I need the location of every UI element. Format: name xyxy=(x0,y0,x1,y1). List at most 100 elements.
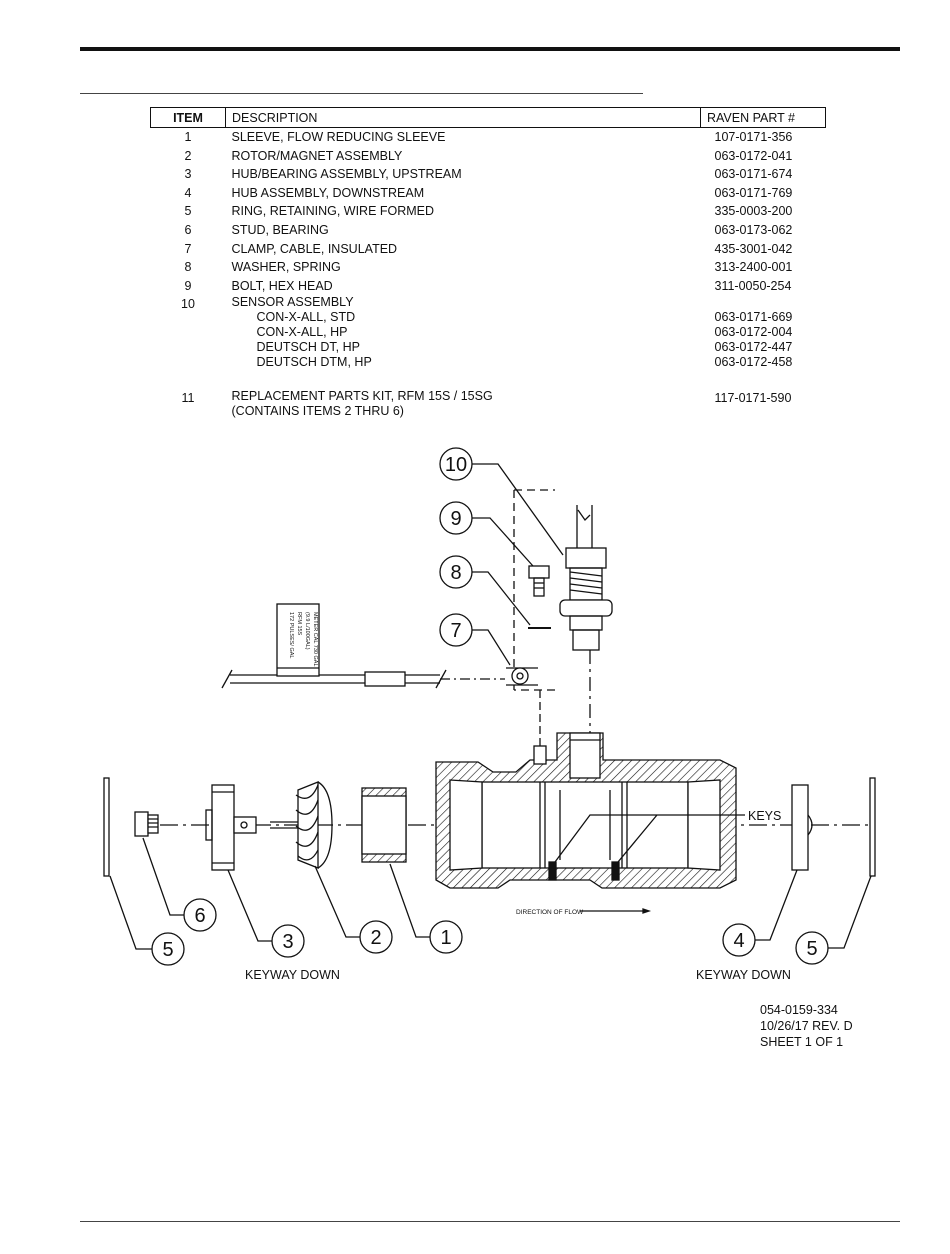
keyway-right-label: KEYWAY DOWN xyxy=(696,968,791,982)
row-part: 107-0171-356 xyxy=(714,130,793,144)
row-description: ROTOR/MAGNET ASSEMBLY xyxy=(231,148,403,163)
leader-9 xyxy=(472,517,534,567)
callout-circle xyxy=(359,920,393,954)
row-item: 3 xyxy=(184,167,192,182)
callout-circle xyxy=(439,447,473,481)
callout-circle xyxy=(151,932,185,966)
variant-description: CON-X-ALL, HP xyxy=(256,325,348,340)
drawing-number: 054-0159-334 xyxy=(760,1003,838,1017)
row-part: 311-0050-254 xyxy=(714,278,792,293)
tag-line: 172 PULSES/ GAL xyxy=(288,612,294,658)
row-part: 435-3001-042 xyxy=(714,241,793,256)
callout-10: 10 xyxy=(445,454,467,476)
tag-line: RFM 15S xyxy=(296,612,302,636)
bolt xyxy=(528,565,550,597)
row-item: 9 xyxy=(184,278,192,293)
row-part: 063-0171-769 xyxy=(714,185,793,200)
retaining-ring-left xyxy=(103,777,110,877)
callout-circle xyxy=(429,920,463,954)
variant-part: 063-0172-458 xyxy=(714,355,793,370)
flow-arrowhead xyxy=(642,908,652,914)
row-item: 5 xyxy=(184,204,192,219)
callout-1: 1 xyxy=(440,927,451,949)
tag-line: (9.9 L/100GAL) xyxy=(304,612,310,650)
leader-8 xyxy=(472,571,531,626)
row-description: SLEEVE, FLOW REDUCING SLEEVE xyxy=(231,130,446,144)
parts-table-header: ITEM DESCRIPTION RAVEN PART # xyxy=(150,107,826,128)
cable xyxy=(221,669,505,689)
row-item: 7 xyxy=(184,241,192,256)
callout-2: 2 xyxy=(370,927,381,949)
row-description: CLAMP, CABLE, INSULATED xyxy=(231,241,398,256)
kit-description: REPLACEMENT PARTS KIT, RFM 15S / 15SG xyxy=(231,388,493,403)
callout-circle xyxy=(183,898,217,932)
callout-circle xyxy=(795,931,829,965)
drawing-id-block: 054-0159-334 10/26/17 REV. D SHEET 1 OF … xyxy=(760,1002,853,1050)
keys-label: KEYS xyxy=(748,809,781,823)
row-part: 335-0003-200 xyxy=(714,204,793,219)
row-description: WASHER, SPRING xyxy=(231,260,341,275)
row-item: 2 xyxy=(184,148,192,163)
callout-circle xyxy=(439,501,473,535)
header-item: ITEM xyxy=(150,107,226,128)
header-rule xyxy=(80,93,643,94)
header-description: DESCRIPTION xyxy=(225,107,701,128)
callout-circle xyxy=(271,924,305,958)
flow-sleeve xyxy=(361,787,407,863)
cable-clamp xyxy=(506,667,538,686)
header-part: RAVEN PART # xyxy=(700,107,826,128)
table-row-kit: 11 REPLACEMENT PARTS KIT, RFM 15S / 15SG… xyxy=(151,389,826,419)
callout-6: 6 xyxy=(194,905,205,927)
table-row: 3 HUB/BEARING ASSEMBLY, UPSTREAM 063-0171-… xyxy=(151,165,826,184)
callout-5-right: 5 xyxy=(806,938,817,960)
hub-upstream xyxy=(205,784,257,871)
kit-note: (CONTAINS ITEMS 2 THRU 6) xyxy=(231,403,404,418)
callout-circle xyxy=(439,555,473,589)
variant-description: DEUTSCH DT, HP xyxy=(256,340,360,355)
leader-7 xyxy=(472,629,511,666)
leader-2 xyxy=(314,865,360,938)
callout-5-left: 5 xyxy=(162,939,173,961)
row-item: 4 xyxy=(184,185,192,200)
leader-1 xyxy=(389,863,430,938)
tag-line: METER CAL 730 GAL xyxy=(312,612,318,667)
row-part: 117-0171-590 xyxy=(714,390,792,405)
top-rule xyxy=(80,47,900,51)
callout-7: 7 xyxy=(450,620,461,642)
row-part: 063-0171-674 xyxy=(714,167,793,182)
table-row: 8 WASHER, SPRING 313-2400-001 xyxy=(151,258,826,277)
row-description: BOLT, HEX HEAD xyxy=(231,278,333,293)
bottom-rule xyxy=(80,1221,900,1222)
leader-keys xyxy=(554,814,745,863)
row-item: 10 xyxy=(181,297,195,312)
row-part: 313-2400-001 xyxy=(714,260,793,275)
row-part: 063-0171-669 063-0172-004 063-0172-447 0… xyxy=(701,295,826,370)
variant-part: 063-0171-669 xyxy=(714,310,793,325)
drawing-sheet: SHEET 1 OF 1 xyxy=(760,1035,844,1049)
callout-circle xyxy=(722,923,756,957)
row-description: HUB ASSEMBLY, DOWNSTREAM xyxy=(231,185,425,200)
callout-8: 8 xyxy=(450,562,461,584)
callout-circle xyxy=(439,613,473,647)
row-part: 063-0173-062 xyxy=(714,222,793,237)
leader-5-right xyxy=(828,875,872,949)
table-row-sensor: 10 SENSOR ASSEMBLY CON-X-ALL, STD CON-X-… xyxy=(151,295,826,370)
row-description: RING, RETAINING, WIRE FORMED xyxy=(231,204,435,219)
row-description: HUB/BEARING ASSEMBLY, UPSTREAM xyxy=(231,167,462,182)
leader-6 xyxy=(142,837,184,916)
leader-4 xyxy=(755,869,798,941)
variant-part: 063-0172-447 xyxy=(714,340,793,355)
table-row: 5 RING, RETAINING, WIRE FORMED 335-0003-20… xyxy=(151,202,826,221)
variant-description: DEUTSCH DTM, HP xyxy=(256,355,372,370)
table-row: 7 CLAMP, CABLE, INSULATED 435-3001-042 xyxy=(151,240,826,259)
callout-3: 3 xyxy=(282,931,293,953)
row-item: 11 xyxy=(181,390,195,405)
row-item: 8 xyxy=(184,260,192,275)
flow-label: DIRECTION OF FLOW xyxy=(516,909,584,916)
leader-5-left xyxy=(109,875,152,950)
retaining-ring-right xyxy=(869,777,876,877)
leader-3 xyxy=(227,869,272,942)
